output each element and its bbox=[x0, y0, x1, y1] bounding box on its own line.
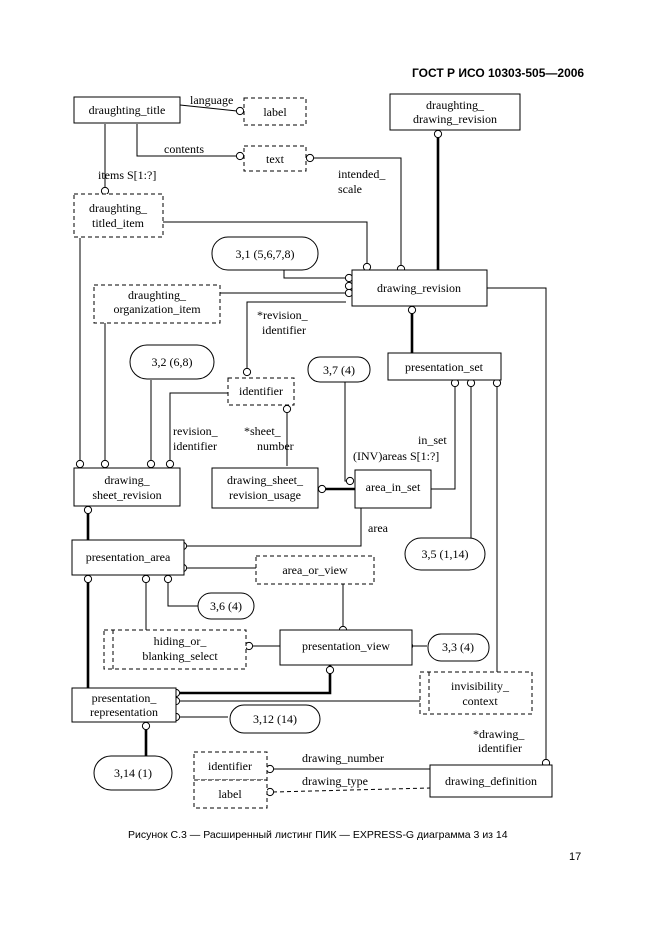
drawing-definition-label: drawing_definition bbox=[445, 774, 537, 788]
relation-drawing-type: drawing_type bbox=[302, 774, 368, 788]
text-type-text: text bbox=[266, 152, 285, 166]
relation-areas: (INV)areas S[1:?] bbox=[353, 449, 439, 463]
drawing-sheet-revision-usage-line2: revision_usage bbox=[229, 488, 301, 502]
page-ref-3-3 bbox=[427, 633, 490, 662]
draughting-title-entity bbox=[73, 96, 181, 124]
drawing-definition-entity bbox=[429, 764, 553, 798]
relation-sheet-number-line2: number bbox=[257, 439, 294, 453]
presentation-representation-line2: representation bbox=[90, 705, 158, 719]
draughting-organization-item-line1: draughting_ bbox=[128, 288, 187, 302]
presentation-representation-entity bbox=[71, 687, 177, 723]
draughting-title-label: draughting_title bbox=[89, 103, 166, 117]
page-ref-3-14 bbox=[93, 755, 173, 791]
drawing-revision-label: drawing_revision bbox=[377, 281, 461, 295]
relation-intended-scale-line2: scale bbox=[338, 182, 362, 196]
page-ref-3-12-text: 3,12 (14) bbox=[253, 712, 297, 726]
figure-caption: Рисунок С.3 — Расширенный листинг ПИК — … bbox=[128, 829, 508, 841]
relationship-lines bbox=[79, 104, 547, 793]
draughting-titled-item-type bbox=[73, 193, 164, 238]
identifier-type-2-text: identifier bbox=[208, 759, 252, 773]
invisibility-context-type bbox=[419, 671, 533, 715]
page-ref-3-7-text: 3,7 (4) bbox=[323, 363, 355, 377]
page-ref-3-1 bbox=[211, 236, 319, 271]
relation-revision-identifier-top-line1: *revision_ bbox=[257, 308, 309, 322]
drawing-sheet-revision-usage-line1: drawing_sheet_ bbox=[227, 473, 304, 487]
drawing-revision-entity bbox=[351, 269, 488, 307]
relation-revision-identifier-top-line2: identifier bbox=[262, 323, 306, 337]
presentation-representation-line1: presentation_ bbox=[92, 691, 158, 705]
label-type-2 bbox=[193, 779, 268, 809]
page-ref-3-6 bbox=[197, 592, 255, 620]
page-ref-3-5-text: 3,5 (1,14) bbox=[422, 547, 469, 561]
presentation-view-label: presentation_view bbox=[302, 639, 390, 653]
invisibility-context-line1: invisibility_ bbox=[451, 679, 510, 693]
invisibility-context-line2: context bbox=[462, 694, 498, 708]
drawing-sheet-revision-line2: sheet_revision bbox=[92, 488, 161, 502]
subtype-lines bbox=[86, 130, 440, 756]
page-ref-3-6-text: 3,6 (4) bbox=[210, 599, 242, 613]
relation-revision-identifier-left-line1: revision_ bbox=[173, 424, 219, 438]
presentation-area-label: presentation_area bbox=[86, 550, 171, 564]
relation-contents: contents bbox=[164, 142, 204, 156]
standard-header: ГОСТ Р ИСО 10303-505—2006 bbox=[412, 66, 585, 80]
relation-in-set: in_set bbox=[418, 433, 447, 447]
page-ref-3-3-text: 3,3 (4) bbox=[442, 640, 474, 654]
relation-drawing-identifier-line2: identifier bbox=[478, 741, 522, 755]
presentation-area-entity bbox=[71, 539, 185, 576]
relation-area: area bbox=[368, 521, 389, 535]
drawing-sheet-revision-line1: drawing_ bbox=[104, 473, 150, 487]
text-type bbox=[243, 145, 307, 172]
page-number: 17 bbox=[569, 851, 582, 863]
draughting-titled-item-line1: draughting_ bbox=[89, 201, 148, 215]
page-ref-3-12 bbox=[229, 704, 321, 734]
relation-language: language bbox=[190, 93, 233, 107]
draughting-drawing-revision-line2: drawing_revision bbox=[413, 112, 497, 126]
drawing-sheet-revision-entity bbox=[73, 467, 181, 507]
identifier-type-text: identifier bbox=[239, 384, 283, 398]
relation-drawing-identifier-line1: *drawing_ bbox=[473, 727, 525, 741]
draughting-titled-item-line2: titled_item bbox=[92, 216, 145, 230]
relation-items: items S[1:?] bbox=[98, 168, 156, 182]
page-ref-3-7 bbox=[307, 356, 371, 383]
page-ref-3-5 bbox=[404, 537, 486, 571]
page-ref-3-2 bbox=[129, 344, 215, 380]
label-type bbox=[243, 97, 307, 126]
label-type-text: label bbox=[263, 105, 287, 119]
hiding-or-blanking-line2: blanking_select bbox=[142, 649, 218, 663]
area-in-set-label: area_in_set bbox=[366, 480, 421, 494]
draughting-drawing-revision-line1: draughting_ bbox=[426, 98, 485, 112]
draughting-organization-item-line2: organization_item bbox=[113, 302, 201, 316]
identifier-type bbox=[227, 377, 295, 406]
area-or-view-text: area_or_view bbox=[282, 563, 348, 577]
identifier-type-2 bbox=[193, 751, 268, 781]
hiding-or-blanking-select-type bbox=[103, 629, 247, 670]
draughting-organization-item-type bbox=[93, 284, 221, 324]
relation-drawing-number: drawing_number bbox=[302, 751, 384, 765]
page-ref-3-2-text: 3,2 (6,8) bbox=[152, 355, 193, 369]
drawing-sheet-revision-usage-entity bbox=[211, 467, 319, 509]
page-ref-3-1-text: 3,1 (5,6,7,8) bbox=[236, 247, 295, 261]
relation-revision-identifier-left-line2: identifier bbox=[173, 439, 217, 453]
hiding-or-blanking-line1: hiding_or_ bbox=[154, 634, 208, 648]
label-type-2-text: label bbox=[218, 787, 242, 801]
draughting-drawing-revision-entity bbox=[389, 93, 521, 131]
area-in-set-entity bbox=[354, 469, 432, 509]
area-or-view-type bbox=[255, 555, 375, 585]
page-ref-3-14-text: 3,14 (1) bbox=[114, 766, 152, 780]
presentation-set-label: presentation_set bbox=[405, 360, 484, 374]
presentation-view-entity bbox=[279, 629, 413, 666]
relation-intended-scale-line1: intended_ bbox=[338, 167, 386, 181]
relation-sheet-number-line1: *sheet_ bbox=[244, 424, 282, 438]
presentation-set-entity bbox=[387, 352, 502, 381]
